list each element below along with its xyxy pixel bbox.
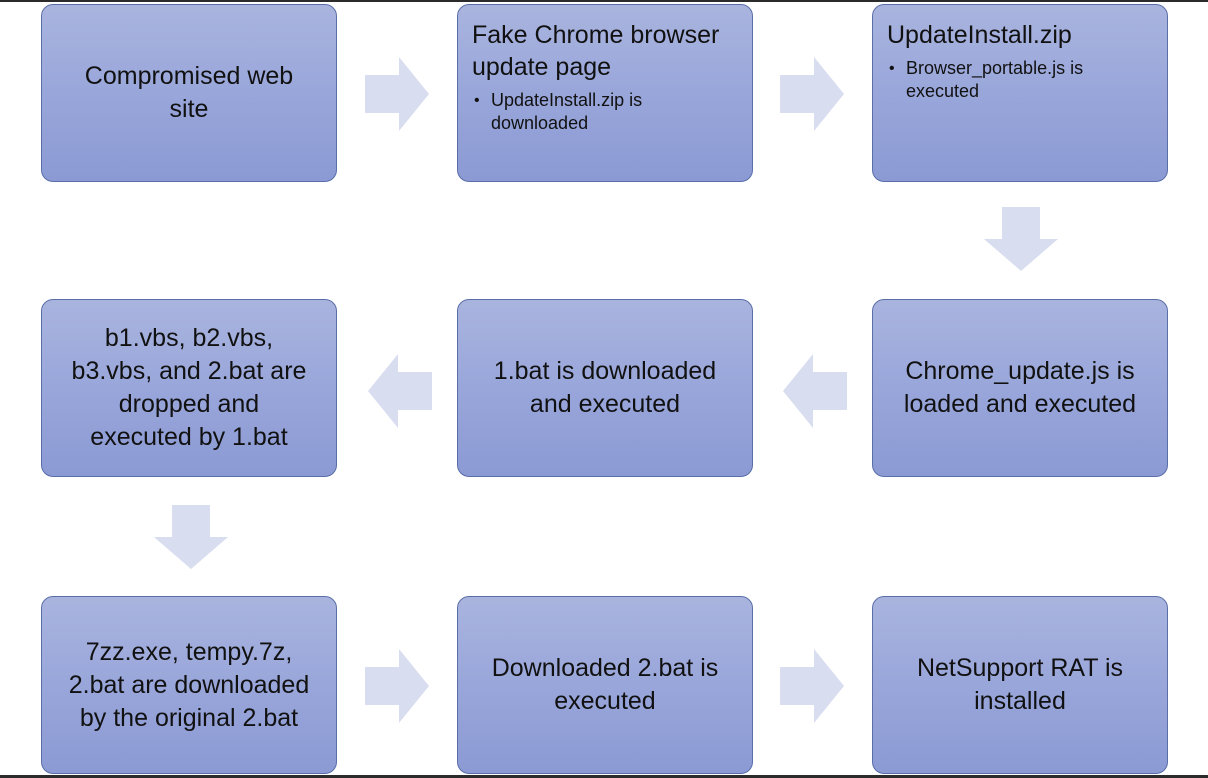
- arrow-down-icon: [154, 505, 228, 569]
- seven-zip-box: 7zz.exe, tempy.7z, 2.bat are downloaded …: [41, 596, 337, 774]
- bat1-box: 1.bat is downloaded and executed: [457, 299, 753, 477]
- update-zip-box: UpdateInstall.zip • Browser_portable.js …: [872, 4, 1168, 182]
- bat2-exec-box: Downloaded 2.bat is executed: [457, 596, 753, 774]
- arrow-left-icon: [783, 354, 847, 428]
- arrow-down-icon: [984, 207, 1058, 271]
- vbs-dropped-text: b1.vbs, b2.vbs, b3.vbs, and 2.bat are dr…: [71, 324, 307, 451]
- netsupport-text: NetSupport RAT is installed: [916, 654, 1124, 715]
- chrome-update-js-text: Chrome_update.js is loaded and executed: [903, 357, 1137, 418]
- chrome-update-js-box: Chrome_update.js is loaded and executed: [872, 299, 1168, 477]
- fake-update-box: Fake Chrome browser update page • Update…: [457, 4, 753, 182]
- bullet-icon: •: [474, 92, 480, 109]
- fake-update-bullet: • UpdateInstall.zip is downloaded: [472, 89, 736, 135]
- fake-update-bullet-text: UpdateInstall.zip is downloaded: [491, 90, 643, 133]
- arrow-right-icon: [365, 57, 429, 131]
- arrow-right-icon: [780, 57, 844, 131]
- arrow-right-icon: [780, 649, 844, 723]
- bat2-exec-text: Downloaded 2.bat is executed: [491, 654, 719, 715]
- netsupport-box: NetSupport RAT is installed: [872, 596, 1168, 774]
- fake-update-title: Fake Chrome browser update page: [472, 21, 720, 81]
- compromised-site-box: Compromised web site: [41, 4, 337, 182]
- bat1-text: 1.bat is downloaded and executed: [493, 357, 717, 418]
- seven-zip-text: 7zz.exe, tempy.7z, 2.bat are downloaded …: [68, 637, 310, 732]
- compromised-site-text: Compromised web site: [84, 62, 294, 123]
- update-zip-bullet-text: Browser_portable.js is executed: [906, 58, 1084, 101]
- vbs-dropped-box: b1.vbs, b2.vbs, b3.vbs, and 2.bat are dr…: [41, 299, 337, 477]
- bullet-icon: •: [889, 60, 895, 77]
- arrow-right-icon: [365, 649, 429, 723]
- update-zip-title: UpdateInstall.zip: [887, 21, 1072, 49]
- update-zip-bullet: • Browser_portable.js is executed: [887, 57, 1151, 103]
- arrow-left-icon: [368, 354, 432, 428]
